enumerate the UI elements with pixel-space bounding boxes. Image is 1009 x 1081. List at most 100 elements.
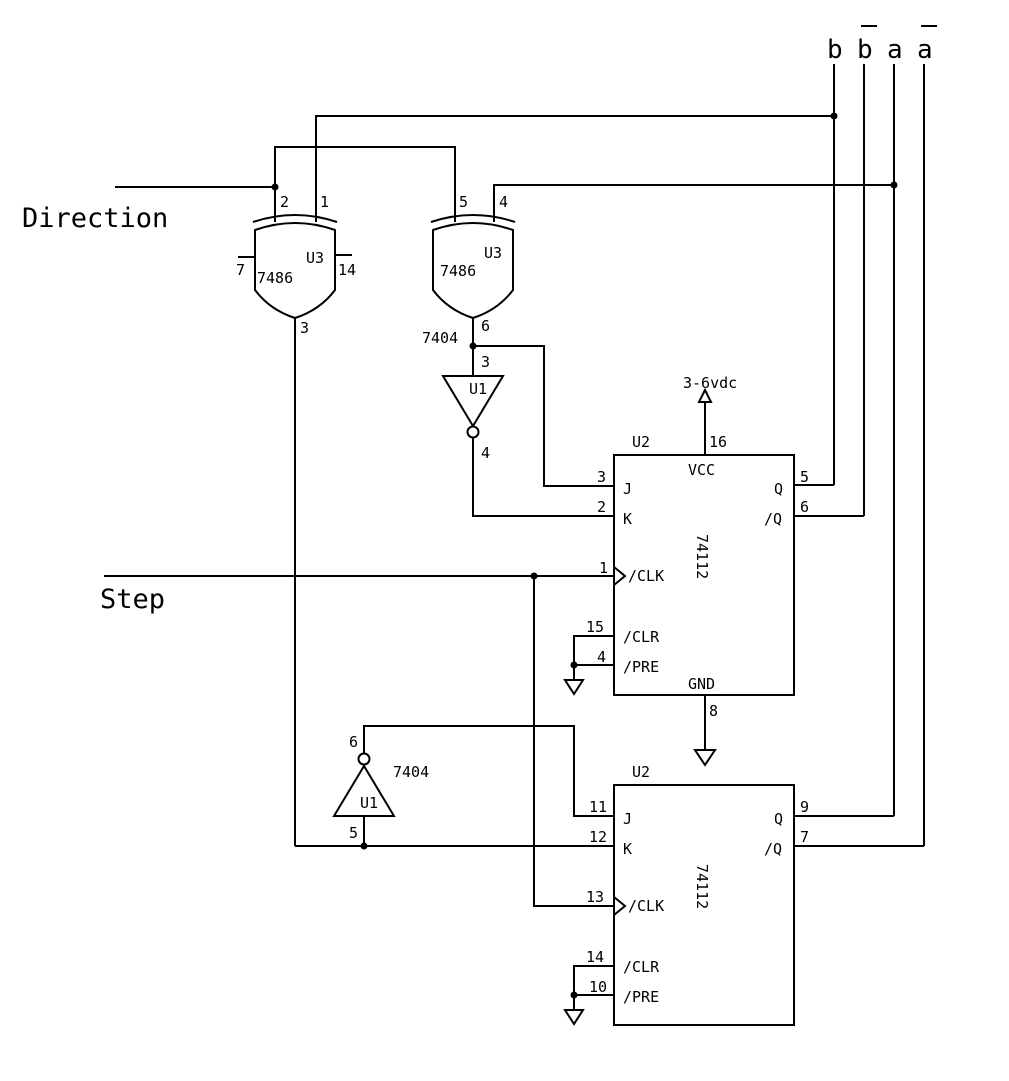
ff-bottom-pre-ground	[563, 1009, 585, 1026]
xor-left-body	[254, 222, 336, 320]
xor-right-pin6-label: 6	[481, 317, 490, 335]
ff-top-ref: U2	[632, 433, 650, 451]
ff-top-qbar: /Q	[764, 510, 782, 528]
inverter-bottom: U1 7404 6 5	[295, 725, 614, 850]
xor-gate-right: 5 4 U3 7486 6	[430, 193, 516, 376]
label-step: Step	[100, 584, 165, 615]
inv-top-bubble	[466, 425, 480, 439]
xor-right-body	[432, 222, 514, 320]
ff-top-pin1-label: 1	[599, 559, 608, 577]
output-bus	[833, 64, 925, 846]
ff-bottom-j: J	[623, 810, 632, 828]
ff-top-pin3-label: 3	[597, 468, 606, 486]
inv-top-body	[441, 375, 505, 428]
ff-top-body	[613, 454, 795, 696]
inverter-top: 7404 3 U1 4	[422, 329, 614, 517]
ff-bottom-pin11-label: 11	[589, 798, 607, 816]
wire-inv-top-to-k	[472, 438, 614, 517]
ff-bottom-part: 74112	[693, 864, 711, 909]
xor-left-ref: U3	[306, 249, 324, 267]
ff-top-clr: /CLR	[623, 628, 660, 646]
ff-bottom-ref: U2	[632, 763, 650, 781]
label-b-bar: b	[857, 35, 873, 65]
ff-top-pin4-label: 4	[597, 648, 606, 666]
inv-bottom-pin5-label: 5	[349, 824, 358, 842]
wire-b-to-xor1	[315, 115, 834, 222]
vcc-arrow	[697, 387, 713, 403]
ff-bottom-pin13-label: 13	[586, 888, 604, 906]
ff-top-pre-ground	[563, 679, 585, 696]
inv-top-part: 7404	[422, 329, 458, 347]
inv-top-ref: U1	[469, 380, 487, 398]
xor-left-back-curve	[252, 214, 338, 223]
ff-top-pin2-label: 2	[597, 498, 606, 516]
ff-bottom-pin10-label: 10	[589, 978, 607, 996]
label-a: a	[887, 35, 903, 65]
wire-ff-top-clr-pre	[573, 635, 614, 680]
ff-top-q: Q	[774, 480, 783, 498]
ff-top-clk-triangle	[613, 566, 627, 586]
xor-left-pin3-label: 3	[300, 319, 309, 337]
inv-top-pin4-label: 4	[481, 444, 490, 462]
label-direction: Direction	[22, 203, 168, 234]
step-input: Step	[100, 572, 614, 907]
label-b: b	[827, 35, 843, 65]
ff-top-k: K	[623, 510, 632, 528]
ff-top-pin6-label: 6	[800, 498, 809, 516]
ff-top-clk: /CLK	[628, 567, 664, 585]
wire-step-to-ff2	[533, 576, 614, 907]
xor-right-part: 7486	[440, 262, 476, 280]
inv-bottom-part: 7404	[393, 763, 429, 781]
ff-bottom-pre: /PRE	[623, 988, 659, 1006]
xor-left-pin2-label: 1	[320, 193, 329, 211]
ff-top-gnd-label: GND	[688, 675, 715, 693]
supply-label: 3-6vdc	[683, 374, 737, 392]
wire-xor-to-j	[473, 345, 614, 487]
xor-left-pin1-label: 2	[280, 193, 289, 211]
ff-bottom-clr: /CLR	[623, 958, 660, 976]
xor-left-part: 7486	[257, 269, 293, 287]
label-a-bar: a	[917, 35, 933, 65]
junction-ff-top-pre	[570, 661, 578, 669]
ff-bottom-k: K	[623, 840, 632, 858]
ff-bottom-pin12-label: 12	[589, 828, 607, 846]
ff-bottom-body	[613, 784, 795, 1026]
ff-bottom-q: Q	[774, 810, 783, 828]
wire-inv-bottom-to-j	[363, 725, 614, 817]
inv-bottom-pin6-label: 6	[349, 733, 358, 751]
ff-bottom-pin14-label: 14	[586, 948, 604, 966]
ff-top-part: 74112	[693, 534, 711, 579]
xor-right-back-curve	[430, 214, 516, 223]
xor-left-pin7-label: 7	[236, 261, 245, 279]
feedback-wires	[274, 112, 898, 222]
inv-bottom-ref: U1	[360, 794, 378, 812]
flip-flop-bottom: U2 J 11 K 12 /CLK 13 /CLR 14 /PRE 10 Q 9…	[563, 763, 924, 1026]
xor-right-ref: U3	[484, 244, 502, 262]
xor-right-pin5-label: 5	[459, 193, 468, 211]
ff-top-j: J	[623, 480, 632, 498]
ff-top-pin8-label: 8	[709, 702, 718, 720]
ff-bottom-clk-triangle	[613, 896, 627, 916]
wire-dir-to-xor2	[274, 146, 456, 222]
junction-b	[830, 112, 838, 120]
ff-top-ground-symbol	[693, 749, 717, 767]
xor-gate-left: 2 1 7 14 U3 7486 3	[236, 193, 356, 846]
junction-ff-bottom-pre	[570, 991, 578, 999]
direction-input: Direction	[22, 183, 279, 234]
xor-left-pin14-label: 14	[338, 261, 356, 279]
xor-right-pin4-label: 4	[499, 193, 508, 211]
junction-a	[890, 181, 898, 189]
ff-top-pin15-label: 15	[586, 618, 604, 636]
ff-top-pin5-label: 5	[800, 468, 809, 486]
wire-a-to-xor2	[493, 184, 894, 222]
ff-bottom-qbar: /Q	[764, 840, 782, 858]
junction-xor-left-out	[360, 842, 368, 850]
ff-bottom-pin9-label: 9	[800, 798, 809, 816]
output-labels: b b a a	[827, 25, 937, 65]
junction-direction	[271, 183, 279, 191]
inv-bottom-bubble	[357, 752, 371, 766]
ff-top-vcc-label: VCC	[688, 461, 715, 479]
flip-flop-top: U2 VCC 3-6vdc 16 J 3 K 2 /CLK 1 /CLR 15 …	[563, 374, 864, 767]
inv-top-pin3-label: 3	[481, 353, 490, 371]
